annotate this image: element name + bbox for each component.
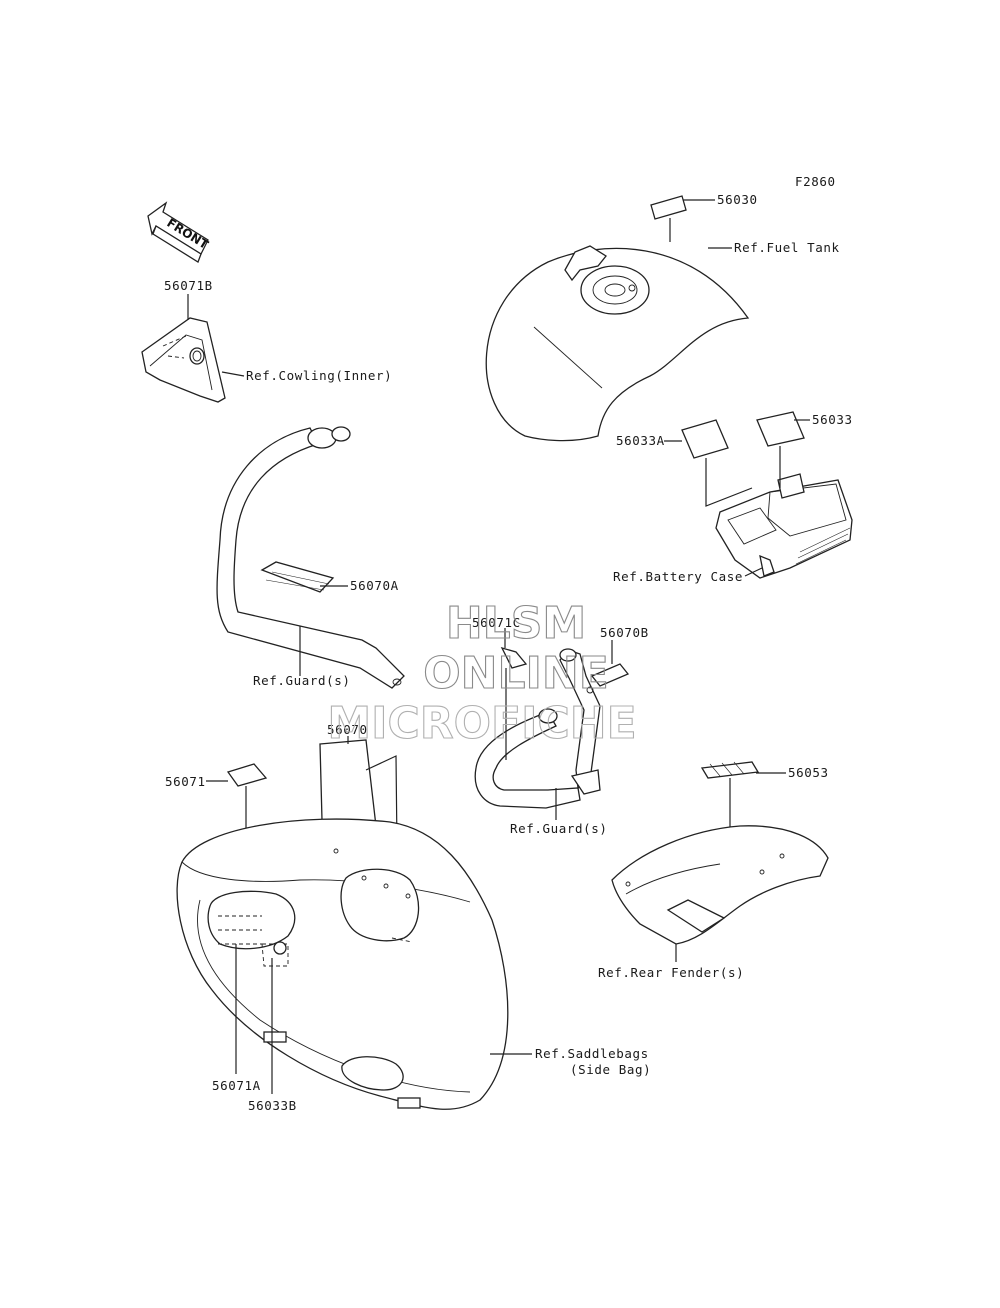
part-number-56030: 56030 [717, 192, 758, 207]
ref-guard-right: Ref.Guard(s) [510, 821, 608, 836]
cowling-inner-drawing [141, 317, 226, 403]
saddlebag-drawing [176, 818, 509, 1110]
ref-battery-case: Ref.Battery Case [613, 569, 743, 584]
part-number-56053: 56053 [788, 765, 829, 780]
part-number-56071A: 56071A [212, 1078, 261, 1093]
decal-56033-shape [756, 411, 805, 447]
ref-guard-left: Ref.Guard(s) [253, 673, 351, 688]
ref-cowling-inner: Ref.Cowling(Inner) [246, 368, 392, 383]
rear-fender-drawing [611, 825, 829, 945]
decal-56070-shape [319, 739, 377, 827]
figure-id: F2860 [795, 174, 836, 189]
ref-saddlebags-line2: (Side Bag) [570, 1062, 651, 1077]
watermark: HLSM ONLINE MICROFICHE [327, 597, 637, 749]
part-number-56070A: 56070A [350, 578, 399, 593]
fuel-tank-drawing [485, 245, 750, 442]
part-number-56071: 56071 [165, 774, 206, 789]
decal-56071-shape [226, 763, 268, 787]
leader-56033A-to-case [705, 458, 753, 507]
part-number-56070B: 56070B [600, 625, 649, 640]
part-number-56033B: 56033B [248, 1098, 297, 1113]
ref-fuel-tank: Ref.Fuel Tank [734, 240, 840, 255]
watermark-line1: HLSM [446, 598, 586, 649]
watermark-line3: MICROFICHE [327, 698, 636, 749]
ref-saddlebags-line1: Ref.Saddlebags [535, 1046, 649, 1061]
part-number-56071C: 56071C [472, 615, 521, 630]
battery-case-drawing [715, 473, 853, 579]
leader-cowling-inner [221, 371, 245, 377]
part-number-56033: 56033 [812, 412, 853, 427]
part-number-56070: 56070 [327, 722, 368, 737]
decal-56070B-shape [590, 663, 630, 687]
part-number-56071B: 56071B [164, 278, 213, 293]
part-number-56033A: 56033A [616, 433, 665, 448]
leader-battery-case [744, 567, 763, 577]
watermark-line2: ONLINE [423, 648, 609, 699]
decal-56033A-shape [681, 419, 729, 459]
decal-56071C-shape [500, 646, 528, 669]
decal-56030-shape [650, 195, 687, 220]
decal-56070A-shape [260, 561, 335, 593]
guard-right-drawing [474, 648, 601, 809]
front-arrow-icon: FRONT [147, 201, 211, 263]
guard-left-drawing [216, 426, 405, 689]
ref-rear-fender: Ref.Rear Fender(s) [598, 965, 744, 980]
